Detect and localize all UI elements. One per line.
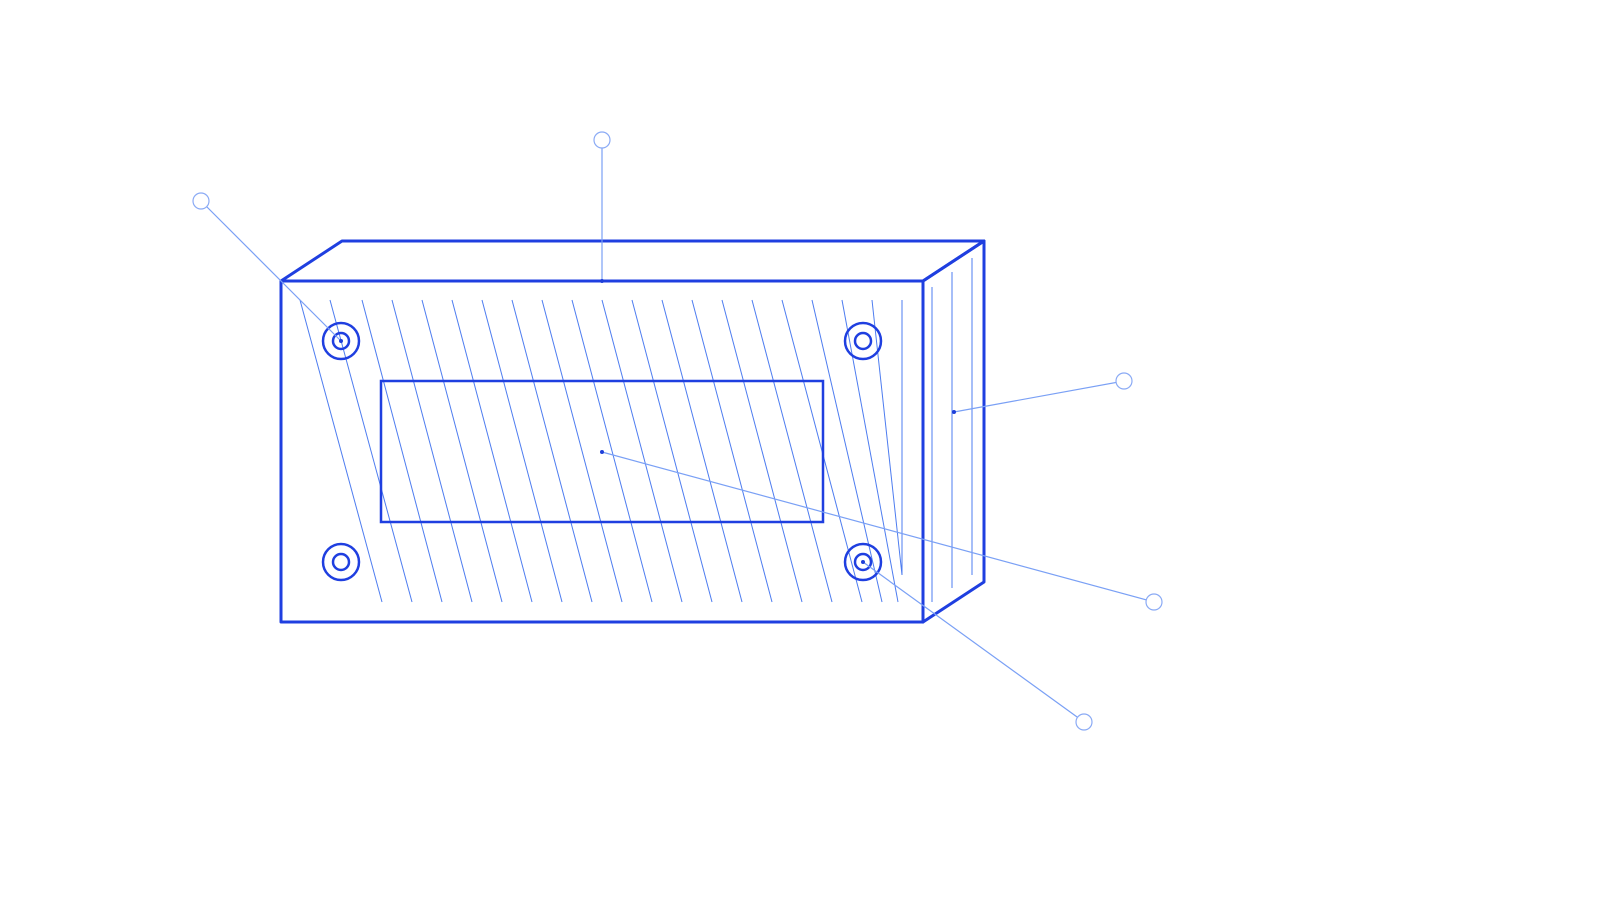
mounting-holes (321, 321, 883, 582)
side-face-hatching (931, 258, 973, 602)
callout-window (600, 450, 1163, 611)
mounting-hole-top-right (843, 321, 883, 361)
window-cutout (379, 379, 825, 524)
mounting-hole-top-left (321, 321, 361, 361)
callout-mounting-hole-top-left (192, 192, 343, 343)
enclosure-box (279, 239, 986, 624)
callouts (192, 131, 1163, 731)
callout-top-edge (593, 131, 611, 283)
callout-marker[interactable] (1145, 593, 1163, 611)
callout-marker[interactable] (192, 192, 210, 210)
mounting-hole-bottom-right (843, 542, 883, 582)
callout-mounting-hole-bottom-right (861, 560, 1093, 731)
callout-marker[interactable] (1075, 713, 1093, 731)
side-face (921, 239, 986, 624)
mounting-hole-bottom-left (321, 542, 361, 582)
top-face (279, 239, 986, 283)
callout-marker[interactable] (1115, 372, 1133, 390)
callout-side-face (952, 372, 1133, 414)
callout-marker[interactable] (593, 131, 611, 149)
